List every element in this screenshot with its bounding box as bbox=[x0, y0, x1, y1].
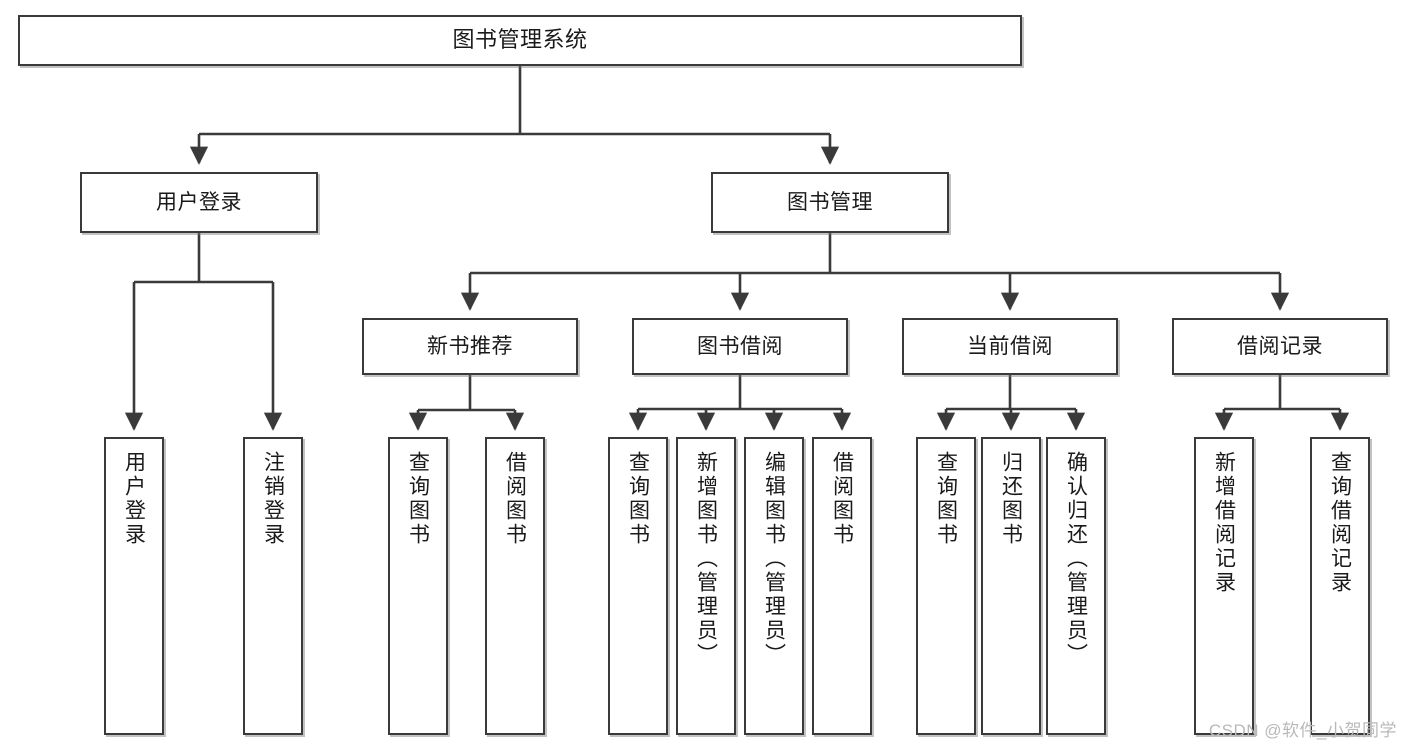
node-leaf-add-book-admin[interactable]: 新增图书（管理员） bbox=[676, 437, 736, 735]
node-leaf-confirm-return-admin[interactable]: 确认归还（管理员） bbox=[1046, 437, 1106, 735]
node-label: 注销登录 bbox=[261, 451, 285, 547]
node-root-library-management-system[interactable]: 图书管理系统 bbox=[18, 15, 1022, 66]
node-leaf-borrow-books[interactable]: 借阅图书 bbox=[812, 437, 872, 735]
node-label: 查询借阅记录 bbox=[1328, 451, 1352, 595]
node-leaf-query-borrow-record[interactable]: 查询借阅记录 bbox=[1310, 437, 1370, 735]
node-book-management[interactable]: 图书管理 bbox=[711, 172, 949, 233]
node-current-borrowing[interactable]: 当前借阅 bbox=[902, 318, 1118, 375]
node-label: 查询图书 bbox=[934, 451, 958, 547]
node-label: 当前借阅 bbox=[967, 334, 1053, 358]
node-leaf-query-books-borrow[interactable]: 查询图书 bbox=[608, 437, 668, 735]
node-label: 图书管理 bbox=[787, 190, 873, 214]
node-label: 用户登录 bbox=[156, 190, 242, 214]
node-label: 图书借阅 bbox=[697, 334, 783, 358]
node-leaf-return-books[interactable]: 归还图书 bbox=[981, 437, 1041, 735]
node-new-book-recommendation[interactable]: 新书推荐 bbox=[362, 318, 578, 375]
node-user-login[interactable]: 用户登录 bbox=[80, 172, 318, 233]
node-label: 图书管理系统 bbox=[452, 27, 588, 53]
node-leaf-add-borrow-record[interactable]: 新增借阅记录 bbox=[1194, 437, 1254, 735]
node-label: 编辑图书（管理员） bbox=[762, 451, 786, 667]
node-leaf-query-books-current[interactable]: 查询图书 bbox=[916, 437, 976, 735]
node-label: 用户登录 bbox=[122, 451, 146, 547]
node-label: 归还图书 bbox=[999, 451, 1023, 547]
node-borrowing-records[interactable]: 借阅记录 bbox=[1172, 318, 1388, 375]
node-label: 查询图书 bbox=[406, 451, 430, 547]
node-label: 借阅图书 bbox=[503, 451, 527, 547]
node-leaf-edit-book-admin[interactable]: 编辑图书（管理员） bbox=[744, 437, 804, 735]
node-label: 借阅记录 bbox=[1237, 334, 1323, 358]
node-label: 新增借阅记录 bbox=[1212, 451, 1236, 595]
node-label: 新书推荐 bbox=[427, 334, 513, 358]
node-label: 查询图书 bbox=[626, 451, 650, 547]
node-leaf-query-books-recommend[interactable]: 查询图书 bbox=[388, 437, 448, 735]
node-label: 确认归还（管理员） bbox=[1064, 451, 1088, 667]
watermark-text: CSDN @软件_小贺同学 bbox=[1208, 721, 1397, 740]
node-label: 借阅图书 bbox=[830, 451, 854, 547]
node-leaf-logout[interactable]: 注销登录 bbox=[243, 437, 303, 735]
node-leaf-borrow-books-recommend[interactable]: 借阅图书 bbox=[485, 437, 545, 735]
node-book-borrowing[interactable]: 图书借阅 bbox=[632, 318, 848, 375]
node-leaf-user-login[interactable]: 用户登录 bbox=[104, 437, 164, 735]
node-label: 新增图书（管理员） bbox=[694, 451, 718, 667]
